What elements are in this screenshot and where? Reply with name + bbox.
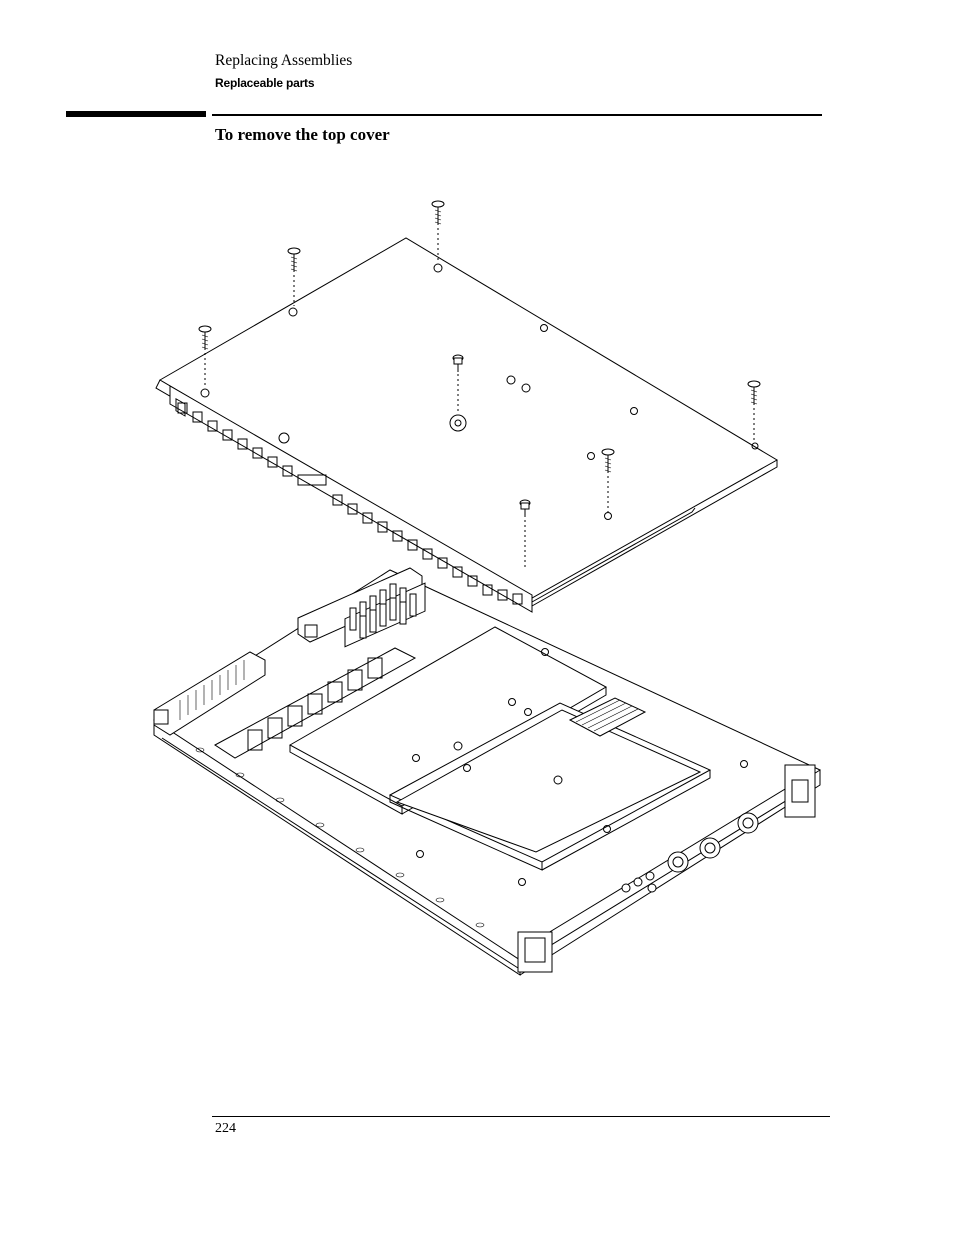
section-title: Replaceable parts: [215, 76, 315, 90]
footer-rule: [212, 1116, 830, 1117]
assembly-drawing: [153, 200, 822, 976]
header-rule-thin: [212, 114, 822, 116]
header-rule-thick: [66, 111, 206, 117]
rf-heatsink: [568, 697, 647, 737]
procedure-heading: To remove the top cover: [215, 125, 390, 144]
front-panel: [517, 764, 816, 973]
chapter-title: Replacing Assemblies: [215, 52, 353, 69]
screw-6: [601, 448, 615, 512]
page-number: 224: [215, 1121, 236, 1136]
screw-1: [431, 200, 445, 262]
screw-3: [198, 325, 212, 387]
shield-board: [288, 626, 608, 815]
bnc-connectors: [621, 812, 759, 893]
main-board: [388, 702, 748, 886]
ic-row: [214, 647, 417, 759]
cover-screws: [198, 200, 761, 568]
screw-2: [287, 247, 301, 306]
exploded-view-illustration: [140, 190, 830, 990]
top-cover: [155, 237, 778, 613]
heatsink: [344, 582, 426, 648]
side-rail: [161, 737, 519, 969]
screw-5: [747, 380, 761, 442]
screw-4: [452, 354, 464, 414]
screw-7: [519, 499, 531, 568]
chassis-assembly: [153, 567, 822, 976]
